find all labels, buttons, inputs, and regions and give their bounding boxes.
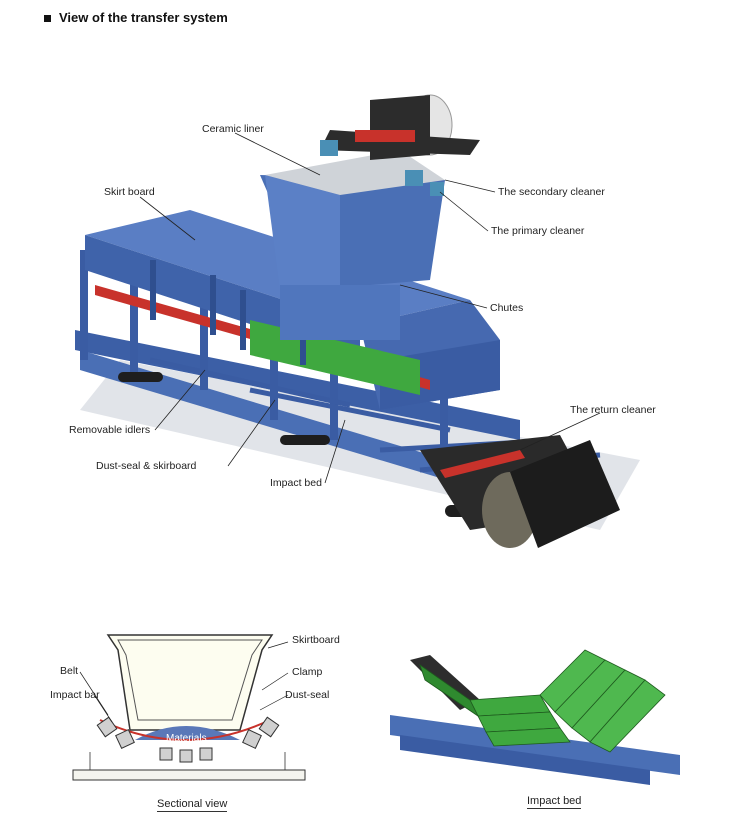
bed-wing-left (419, 663, 480, 718)
frame-base-front (80, 350, 480, 490)
leader-lines (139, 132, 601, 484)
bullet-square-icon (44, 15, 51, 23)
bed-center-bars (469, 694, 571, 747)
section-base (72, 769, 306, 781)
label-impact-bar: Impact bar (50, 689, 100, 701)
label-skirtboard: Skirtboard (292, 634, 340, 646)
label-ceramic-liner: Ceramic liner (202, 123, 264, 135)
frame-base (75, 330, 520, 440)
label-primary-cleaner: The primary cleaner (491, 225, 585, 237)
bed-frame (390, 715, 680, 775)
label-dust-seal-skirtboard: Dust-seal & skirboard (96, 460, 197, 472)
section-hopper (106, 634, 274, 731)
label-skirt-board: Skirt board (104, 186, 155, 198)
section-idlers (96, 716, 280, 763)
caption-sectional-view: Sectional view (157, 798, 228, 812)
return-cleaner (440, 450, 525, 478)
section-leaders (79, 641, 289, 723)
label-clamp: Clamp (292, 666, 323, 678)
section-label-materials: Materials (166, 733, 207, 744)
cleaner-brackets (320, 140, 444, 196)
label-removable-idlers: Removable idlers (69, 424, 151, 436)
return-idlers (118, 372, 485, 517)
head-red-band (355, 130, 415, 142)
section-belt (99, 719, 271, 741)
label-impact-bed: Impact bed (270, 477, 322, 489)
page-title: View of the transfer system (44, 10, 228, 25)
label-dust-seal: Dust-seal (285, 689, 330, 701)
section-hopper-inner (117, 639, 263, 721)
section-materials (135, 726, 240, 740)
bed-wing-right (539, 649, 666, 753)
label-belt: Belt (60, 665, 79, 677)
sectional-view-diagram: Materials (72, 634, 306, 781)
caption-impact-bed: Impact bed (527, 795, 582, 809)
label-return-cleaner: The return cleaner (570, 404, 656, 416)
chute-lower (280, 285, 400, 340)
chute-front (265, 175, 340, 300)
label-secondary-cleaner: The secondary cleaner (498, 186, 605, 198)
impact-bed-illustration (390, 649, 680, 785)
bed-frame-low (400, 735, 650, 785)
label-chutes: Chutes (490, 302, 524, 314)
ceramic-liner (265, 150, 445, 195)
tail-pulley-body (510, 440, 620, 548)
title-text: View of the transfer system (59, 10, 228, 25)
